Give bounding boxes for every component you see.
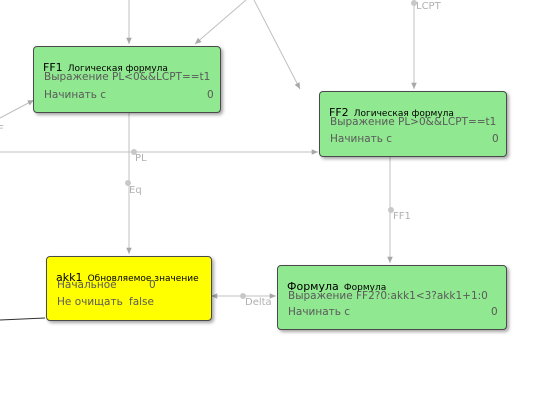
node-formula-type: Формула (343, 283, 387, 293)
node-formula-name: Формула (287, 280, 339, 293)
node-ff2-type: Логическая формула (353, 109, 454, 119)
junction-dot-eq (125, 180, 131, 186)
node-ff1[interactable]: FF1 Логическая формула Выражение PL<0&&L… (33, 46, 221, 113)
junction-dot-ff1 (388, 207, 394, 213)
wire-diagonal-to-ff2 (253, 0, 301, 90)
node-akk1-noclear-label: Не очищать (57, 296, 123, 308)
node-formula-start-value: 0 (491, 306, 498, 318)
wire-akk1-output (0, 317, 46, 321)
node-akk1-name: akk1 (56, 271, 83, 284)
wire-diagonal-to-ff1 (194, 0, 247, 45)
node-ff1-title: FF1 Логическая формула (43, 56, 168, 75)
node-ff1-type: Логическая формула (67, 64, 168, 74)
node-ff2-expression: Выражение PL>0&&LCPT==t1 (330, 116, 497, 128)
node-akk1-noclear-value: false (129, 296, 154, 308)
node-akk1-title: akk1 Обновляемое значение (56, 266, 199, 285)
node-ff2-start-label: Начинать с (330, 133, 393, 145)
node-ff1-expression: Выражение PL<0&&LCPT==t1 (44, 71, 211, 83)
node-akk1[interactable]: akk1 Обновляемое значение Начальное 0 Не… (46, 256, 212, 321)
junction-dot-lcpt (411, 0, 417, 6)
node-formula[interactable]: Формула Формула Выражение FF2?0:akk1<3?a… (277, 265, 507, 330)
node-ff1-name: FF1 (43, 61, 63, 74)
wire-label-lcpt: LCPT (416, 1, 441, 12)
node-formula-title: Формула Формула (287, 275, 386, 294)
wire-label-pl: PL (135, 153, 147, 164)
junction-dot-pl (131, 149, 137, 155)
node-ff2-name: FF2 (329, 106, 349, 119)
node-ff2-start-value: 0 (492, 133, 499, 145)
node-ff1-start-value: 0 (207, 89, 214, 101)
wire-label-eq: Eq (129, 185, 142, 196)
wire-label-ff1: FF1 (393, 211, 411, 222)
node-akk1-initial-value: 0 (149, 279, 156, 291)
wire-left-to-ff1 (0, 99, 35, 119)
node-formula-start-label: Начинать с (288, 306, 351, 318)
node-akk1-initial-label: Начальное (57, 279, 117, 291)
node-ff1-start-label: Начинать с (44, 89, 107, 101)
wire-label-cut-left: F (0, 124, 4, 135)
node-ff2[interactable]: FF2 Логическая формула Выражение PL>0&&L… (319, 91, 507, 157)
junction-dot-delta (240, 293, 246, 299)
node-formula-expression: Выражение FF2?0:akk1<3?akk1+1:0 (288, 290, 488, 302)
wire-label-delta: Delta (245, 297, 272, 308)
node-ff2-title: FF2 Логическая формула (329, 101, 454, 120)
node-akk1-type: Обновляемое значение (87, 274, 199, 284)
